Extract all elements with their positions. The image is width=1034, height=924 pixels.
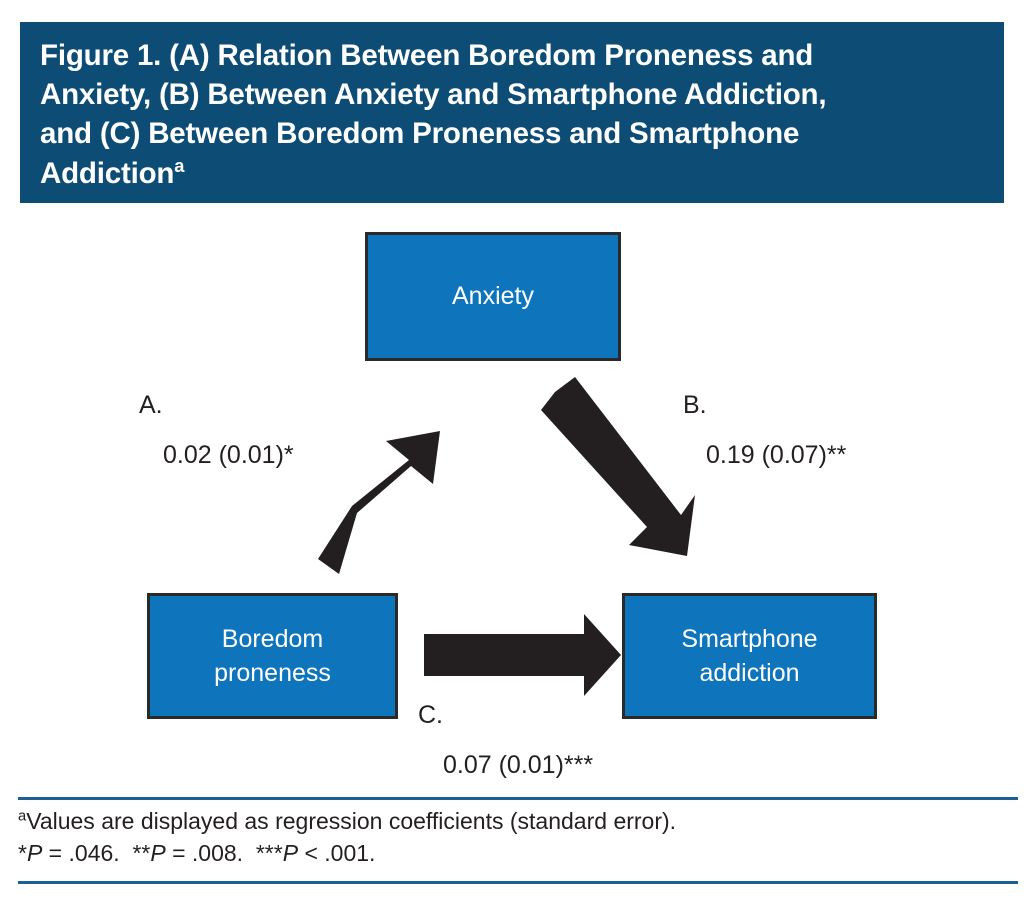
arrow-path-c xyxy=(424,614,621,696)
sig-1-stars: * xyxy=(18,839,27,866)
node-anxiety[interactable]: Anxiety xyxy=(365,232,621,361)
footnote-line-1: aValues are displayed as regression coef… xyxy=(18,806,1018,838)
figure-title-banner: Figure 1. (A) Relation Between Boredom P… xyxy=(20,22,1004,203)
footnote-line-1-text: Values are displayed as regression coeff… xyxy=(26,808,677,834)
arrow-path-b xyxy=(541,377,695,556)
footnote-top-rule xyxy=(18,797,1018,800)
path-c-letter: C. xyxy=(418,701,443,729)
sig-3-rel: < .001. xyxy=(298,839,376,866)
figure-title-superscript: a xyxy=(174,154,185,176)
node-boredom-proneness[interactable]: Boredom proneness xyxy=(147,593,398,719)
sig-3-p: P xyxy=(282,839,299,866)
path-c-coefficient: 0.07 (0.01)*** xyxy=(443,751,594,779)
path-b-coefficient: 0.19 (0.07)** xyxy=(706,441,847,469)
node-smartphone-addiction[interactable]: Smartphone addiction xyxy=(622,593,877,719)
node-anxiety-label: Anxiety xyxy=(452,282,534,311)
sig-2-p: P xyxy=(150,839,166,866)
sig-2-rel: = .008. xyxy=(165,839,244,866)
footnote-bottom-rule xyxy=(18,881,1018,884)
sig-1-p: P xyxy=(26,839,43,866)
sig-3-stars: *** xyxy=(255,839,283,866)
footnote-superscript: a xyxy=(18,808,27,825)
path-b-letter: B. xyxy=(683,391,707,419)
figure-title-body: Figure 1. (A) Relation Between Boredom P… xyxy=(40,39,827,190)
sig-1-rel: = .046. xyxy=(42,839,120,866)
footnote: aValues are displayed as regression coef… xyxy=(18,806,1018,869)
node-smartphone-addiction-label: Smartphone addiction xyxy=(681,624,818,688)
path-a-letter: A. xyxy=(139,391,163,419)
node-boredom-proneness-label: Boredom proneness xyxy=(214,624,331,688)
path-a-coefficient: 0.02 (0.01)* xyxy=(163,441,294,469)
arrow-path-a xyxy=(318,431,440,574)
figure-title: Figure 1. (A) Relation Between Boredom P… xyxy=(40,36,982,193)
sig-2-stars: ** xyxy=(132,839,151,866)
footnote-line-2: *P = .046. **P = .008. ***P < .001. xyxy=(18,838,1018,870)
